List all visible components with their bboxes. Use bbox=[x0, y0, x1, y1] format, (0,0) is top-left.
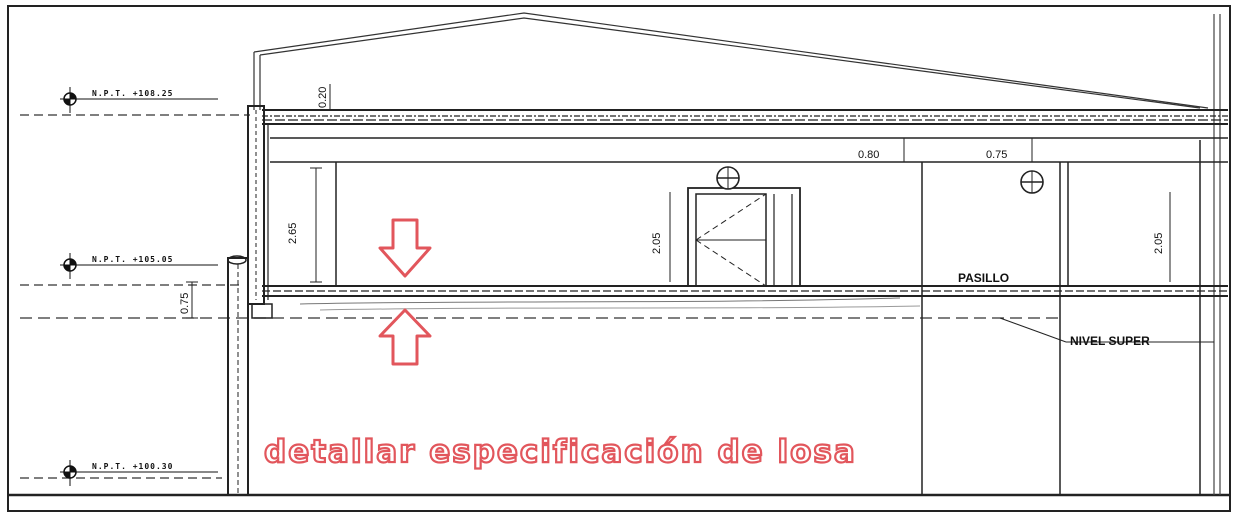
door-elevation bbox=[687, 187, 801, 287]
level-marker-icon bbox=[60, 87, 218, 113]
dimension-slab: 0.75 bbox=[179, 293, 191, 314]
roof-gable bbox=[253, 12, 1209, 110]
dimension-lines bbox=[186, 84, 1171, 319]
section-marker-icon bbox=[1020, 170, 1044, 194]
level-label-top: N.P.T. +108.25 bbox=[92, 89, 173, 98]
callout-leader bbox=[999, 317, 1214, 343]
level-marker-icon bbox=[60, 460, 218, 486]
level-marker-icon bbox=[60, 253, 218, 279]
arrow-down-icon bbox=[378, 218, 432, 278]
level-label-bottom: N.P.T. +100.30 bbox=[92, 462, 173, 471]
interior-walls bbox=[335, 140, 1201, 495]
sheet-frame bbox=[7, 5, 1231, 512]
section-marker-icon bbox=[716, 166, 740, 190]
dimension-door-height-b: 2.05 bbox=[1153, 233, 1165, 254]
dimension-door-height-a: 2.05 bbox=[651, 233, 663, 254]
lower-column bbox=[227, 255, 249, 496]
dimension-ceiling-a: 0.80 bbox=[858, 149, 879, 161]
floor-slab bbox=[262, 285, 1228, 311]
level-label-middle: N.P.T. +105.05 bbox=[92, 255, 173, 264]
exterior-wall bbox=[247, 105, 273, 319]
roof-slab bbox=[262, 109, 1228, 163]
dimension-ceiling-b: 0.75 bbox=[986, 149, 1007, 161]
arrow-up-icon bbox=[378, 308, 432, 366]
dimension-room-height: 2.65 bbox=[287, 223, 299, 244]
callout-upper-level: NIVEL SUPER bbox=[1070, 334, 1150, 348]
dimension-roof: 0.20 bbox=[317, 87, 329, 108]
annotation-note: detallar especificación de losa bbox=[264, 434, 857, 470]
room-label-corridor: PASILLO bbox=[958, 271, 1009, 285]
